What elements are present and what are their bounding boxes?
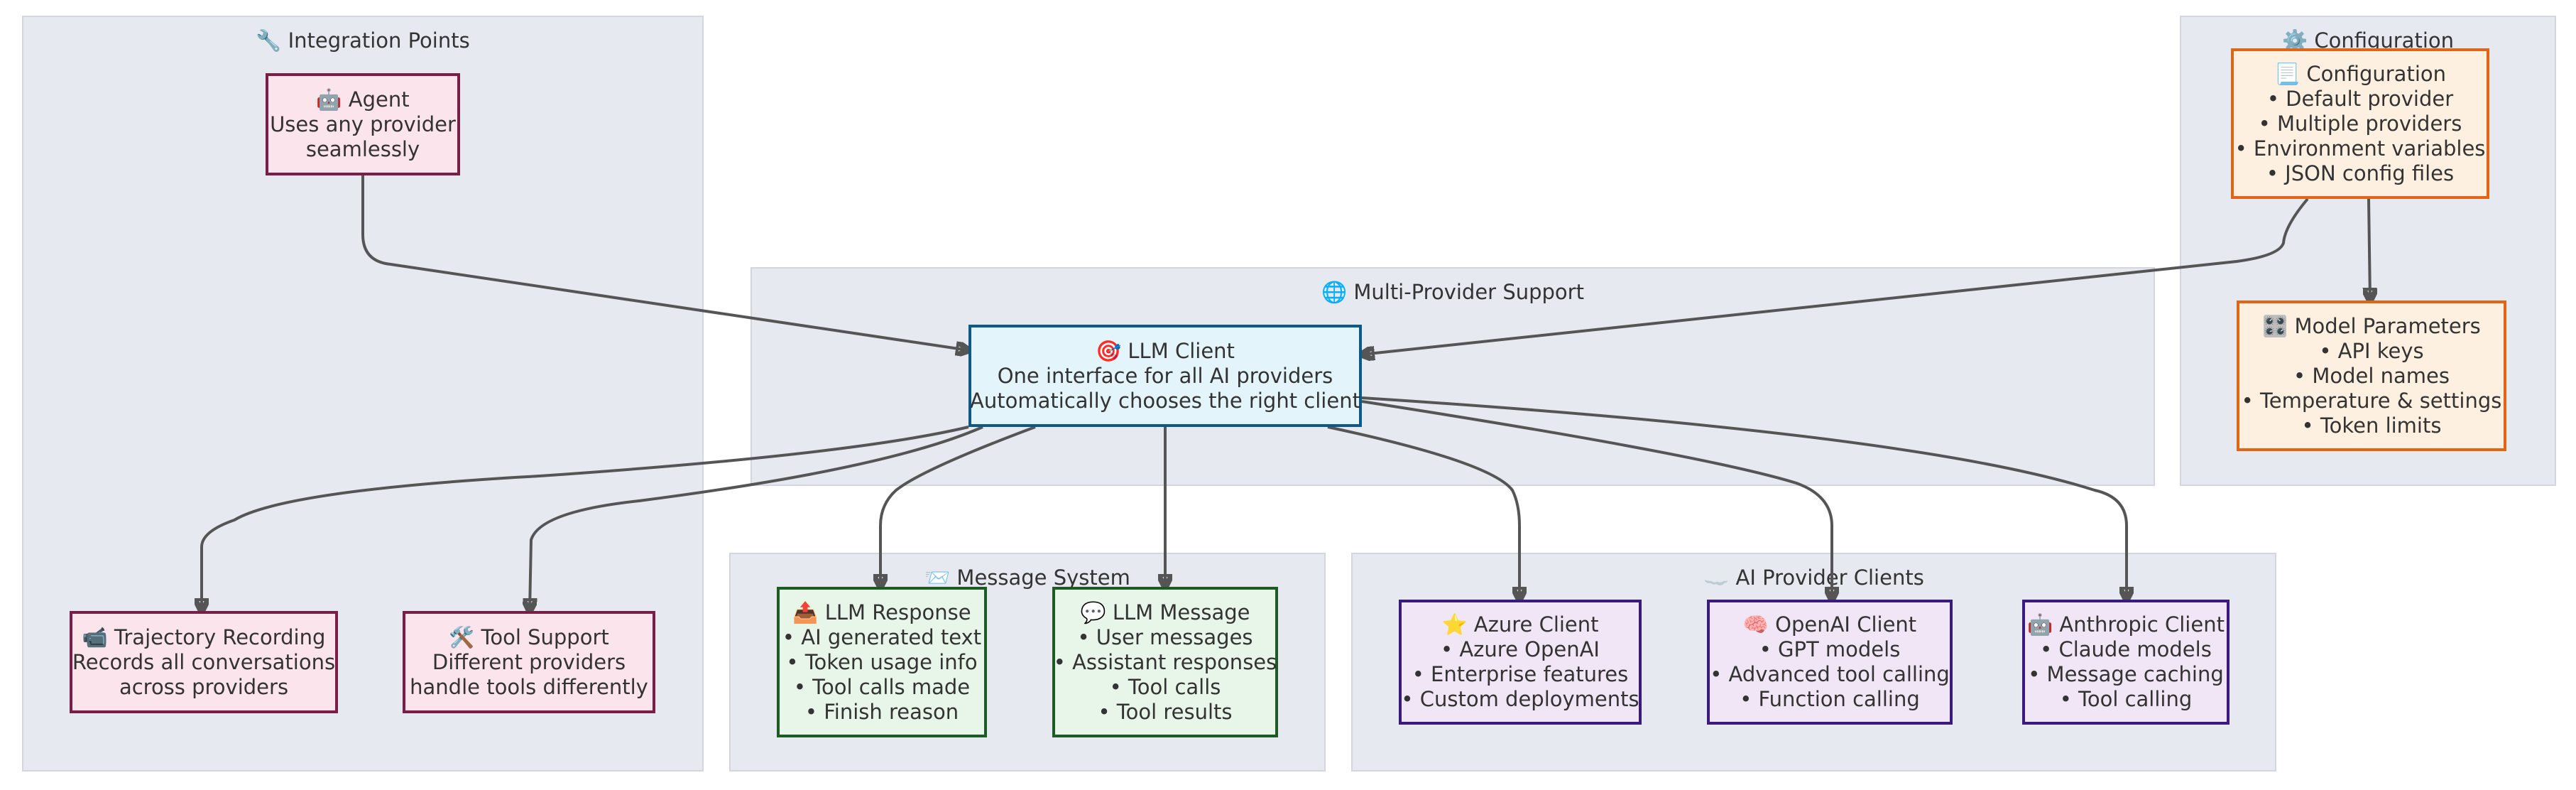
node-line: • Function calling <box>1740 687 1920 711</box>
group-title: 📨 Message System <box>924 566 1130 590</box>
edge-llm_client-to-anthropic <box>1361 396 2127 600</box>
edge-config-to-llm_client <box>1362 198 2309 355</box>
edge-agent-to-llm_client <box>361 175 968 350</box>
node-line: • GPT models <box>1759 637 1901 661</box>
node-title: 📤 LLM Response <box>792 600 971 624</box>
edge-llm_client-to-llm_response <box>880 426 1036 587</box>
node-line: • Assistant responses <box>1053 649 1277 674</box>
node-title: ⭐ Azure Client <box>1441 612 1599 637</box>
group-title: 🌐 Multi-Provider Support <box>1321 280 1584 304</box>
node-line: • Tool calls <box>1109 674 1221 699</box>
node-line: • Enterprise features <box>1412 662 1629 686</box>
node-line: • Tool calls made <box>793 674 971 699</box>
group-title: ☁️ AI Provider Clients <box>1703 566 1924 590</box>
node-line: Uses any provider <box>270 112 456 136</box>
edge-llm_client-to-azure <box>1327 426 1519 600</box>
node-line: • Token limits <box>2301 413 2442 438</box>
node-line: Different providers <box>432 649 626 674</box>
node-line: seamlessly <box>305 136 420 161</box>
node-llm-message: 💬 LLM Message• User messages• Assistant … <box>1052 587 1278 737</box>
node-title: 📃 Configuration <box>2274 61 2446 86</box>
node-line: • Custom deployments <box>1401 687 1639 711</box>
node-title: 🤖 Agent <box>316 87 410 112</box>
node-line: • User messages <box>1077 624 1253 649</box>
node-line: • Advanced tool calling <box>1710 662 1950 686</box>
node-configuration: 📃 Configuration• Default provider• Multi… <box>2231 48 2489 199</box>
node-title: 🛠️ Tool Support <box>449 624 609 649</box>
node-line: • Azure OpenAI <box>1441 637 1600 661</box>
node-line: handle tools differently <box>410 674 648 699</box>
edge-llm_client-to-openai <box>1361 400 1832 600</box>
node-line: • Tool calling <box>2059 687 2193 711</box>
node-line: across providers <box>119 674 289 699</box>
node-line: • Claude models <box>2040 637 2212 661</box>
node-line: • AI generated text <box>782 624 982 649</box>
node-model-parameters: 🎛️ Model Parameters• API keys• Model nam… <box>2237 301 2506 451</box>
node-title: 🎯 LLM Client <box>1096 338 1235 363</box>
node-line: • Model names <box>2293 363 2450 388</box>
node-line: • Default provider <box>2266 86 2454 111</box>
node-line: • JSON config files <box>2266 161 2455 185</box>
node-line: • Multiple providers <box>2258 111 2462 136</box>
node-azure-client: ⭐ Azure Client• Azure OpenAI• Enterprise… <box>1399 600 1642 725</box>
node-line: • Environment variables <box>2234 136 2486 161</box>
node-title: 🎛️ Model Parameters <box>2262 313 2481 338</box>
node-openai-client: 🧠 OpenAI Client• GPT models• Advanced to… <box>1707 600 1953 725</box>
node-llm-response: 📤 LLM Response• AI generated text• Token… <box>777 587 987 737</box>
node-line: • API keys <box>2319 338 2424 363</box>
node-line: One interface for all AI providers <box>997 363 1333 388</box>
node-line: • Tool results <box>1098 699 1233 724</box>
node-anthropic-client: 🤖 Anthropic Client• Claude models• Messa… <box>2022 600 2230 725</box>
node-title: 💬 LLM Message <box>1080 600 1250 624</box>
node-title: 📹 Trajectory Recording <box>82 624 326 649</box>
node-line: • Temperature & settings <box>2241 388 2502 413</box>
node-line: • Token usage info <box>786 649 978 674</box>
group-title: 🔧 Integration Points <box>256 28 470 53</box>
edge-llm_client-to-trajectory <box>202 426 969 611</box>
node-line: Automatically chooses the right client <box>970 388 1360 413</box>
node-title: 🤖 Anthropic Client <box>2027 612 2225 637</box>
node-title: 🧠 OpenAI Client <box>1742 612 1917 637</box>
edge-config-to-model_params <box>2369 198 2370 301</box>
edge-llm_client-to-tool_support <box>530 426 983 611</box>
node-line: • Message caching <box>2028 662 2224 686</box>
node-line: Records all conversations <box>72 649 336 674</box>
node-line: • Finish reason <box>804 699 959 724</box>
